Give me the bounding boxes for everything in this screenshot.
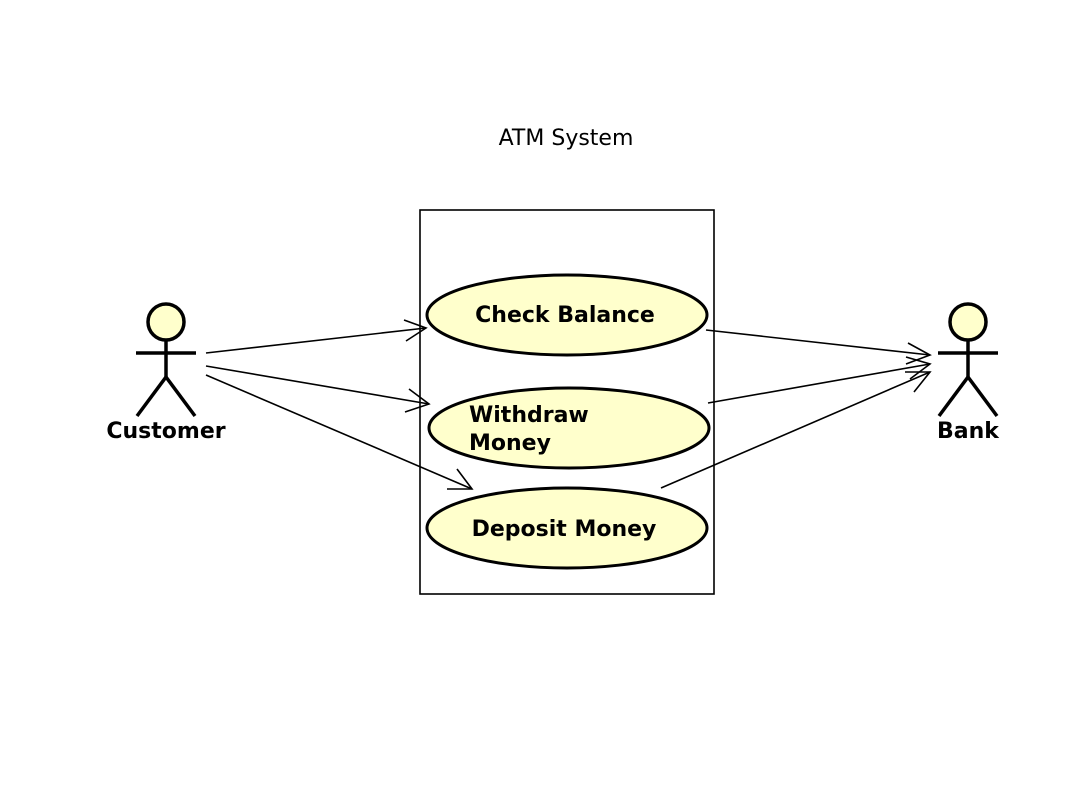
arrowhead-withdraw-money-bank [905, 356, 932, 380]
association-customer-check-balance [205, 327, 427, 354]
stick-figure-icon [135, 302, 197, 418]
arrowhead-check-balance-bank [905, 342, 932, 365]
use-case-ellipse [425, 273, 709, 357]
association-customer-withdraw-money [205, 365, 430, 405]
use-case-deposit-money: Deposit Money [425, 486, 709, 570]
arrowhead-customer-check-balance [403, 319, 428, 342]
actor-label: Customer [106, 419, 225, 444]
associations [205, 319, 932, 490]
actor-bank: Bank [937, 302, 1000, 444]
arrowhead-deposit-money-bank [905, 371, 932, 393]
use-case-label-line-1: Withdraw [469, 403, 589, 428]
stick-figure-icon [937, 302, 999, 418]
system-title: ATM System [499, 126, 634, 151]
association-check-balance-bank [705, 329, 931, 356]
association-deposit-money-bank [660, 371, 931, 489]
actor-label: Bank [937, 419, 1000, 444]
actor-customer: Customer [106, 302, 226, 444]
association-customer-deposit-money [205, 374, 473, 490]
association-withdraw-money-bank [707, 363, 931, 404]
arrowhead-customer-withdraw-money [404, 388, 431, 413]
use-case-ellipse [425, 486, 709, 570]
use-case-label: Check Balance [475, 303, 655, 328]
use-case-label: Deposit Money [472, 517, 657, 542]
use-case-check-balance: Check Balance [425, 273, 709, 357]
use-case-label-line-2: Money [469, 431, 551, 456]
arrowhead-customer-deposit-money [447, 468, 474, 490]
use-case-ellipse [427, 386, 711, 470]
use-case-withdraw-money: Withdraw Money [427, 386, 711, 470]
